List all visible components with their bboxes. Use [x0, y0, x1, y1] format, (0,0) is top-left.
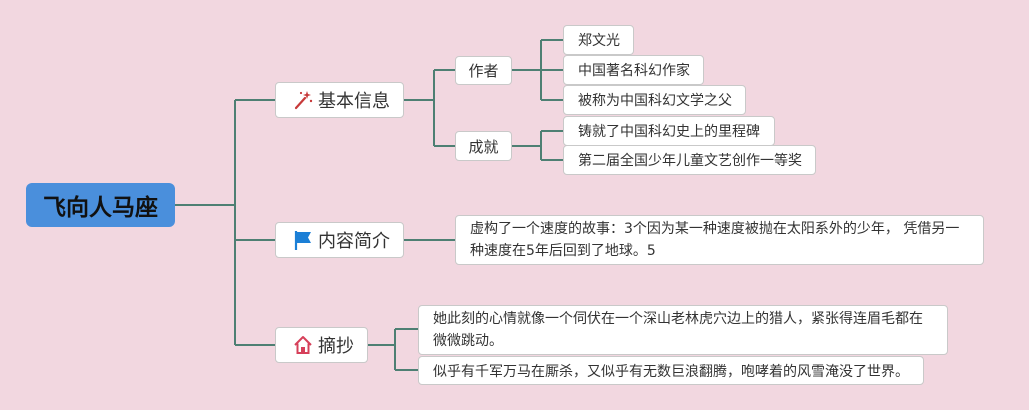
excerpt-text: 似乎有千军万马在厮杀，又似乎有无数巨浪翻腾，咆哮着的风雪淹没了世界。: [433, 363, 909, 380]
node-author-label: 作者: [468, 62, 499, 80]
root-title: 飞向人马座: [43, 195, 158, 221]
leaf-text: 铸就了中国科幻史上的里程碑: [578, 124, 760, 140]
leaf-text: 被称为中国科幻文学之父: [578, 93, 732, 109]
leaf-text: 中国著名科幻作家: [578, 63, 690, 79]
node-achievement[interactable]: 成就: [455, 131, 512, 161]
excerpt-text: 她此刻的心情就像一个伺伏在一个深山老林虎穴边上的猎人，紧张得连眉毛都在微微跳动。: [433, 311, 923, 349]
summary-text-box[interactable]: 虚构了一个速度的故事：3个因为某一种速度被抛在太阳系外的少年， 凭借另一种速度在…: [455, 215, 984, 265]
node-excerpt[interactable]: 摘抄: [275, 327, 368, 363]
node-excerpt-label: 摘抄: [318, 336, 354, 357]
leaf-author-title[interactable]: 中国著名科幻作家: [563, 55, 704, 85]
node-summary-label: 内容简介: [318, 231, 390, 252]
leaf-author-honor[interactable]: 被称为中国科幻文学之父: [563, 85, 746, 115]
excerpt-quote-2[interactable]: 似乎有千军万马在厮杀，又似乎有无数巨浪翻腾，咆哮着的风雪淹没了世界。: [418, 356, 924, 385]
leaf-text: 郑文光: [578, 33, 620, 49]
node-achievement-label: 成就: [468, 137, 499, 156]
leaf-achievement-award[interactable]: 第二届全国少年儿童文艺创作一等奖: [563, 145, 816, 175]
node-basic-info[interactable]: 基本信息: [275, 82, 404, 118]
node-summary[interactable]: 内容简介: [275, 222, 404, 258]
leaf-achievement-milestone[interactable]: 铸就了中国科幻史上的里程碑: [563, 116, 775, 146]
node-basic-info-label: 基本信息: [318, 91, 390, 112]
leaf-text: 第二届全国少年儿童文艺创作一等奖: [578, 153, 802, 169]
blue-flag-icon: [292, 229, 314, 251]
wand-sparkle-icon: [292, 89, 314, 111]
excerpt-quote-1[interactable]: 她此刻的心情就像一个伺伏在一个深山老林虎穴边上的猎人，紧张得连眉毛都在微微跳动。: [418, 305, 948, 355]
leaf-author-name[interactable]: 郑文光: [563, 25, 634, 55]
root-node[interactable]: 飞向人马座: [26, 183, 175, 227]
node-author[interactable]: 作者: [455, 56, 512, 85]
house-icon: [292, 334, 314, 356]
summary-text: 虚构了一个速度的故事：3个因为某一种速度被抛在太阳系外的少年， 凭借另一种速度在…: [470, 221, 960, 259]
